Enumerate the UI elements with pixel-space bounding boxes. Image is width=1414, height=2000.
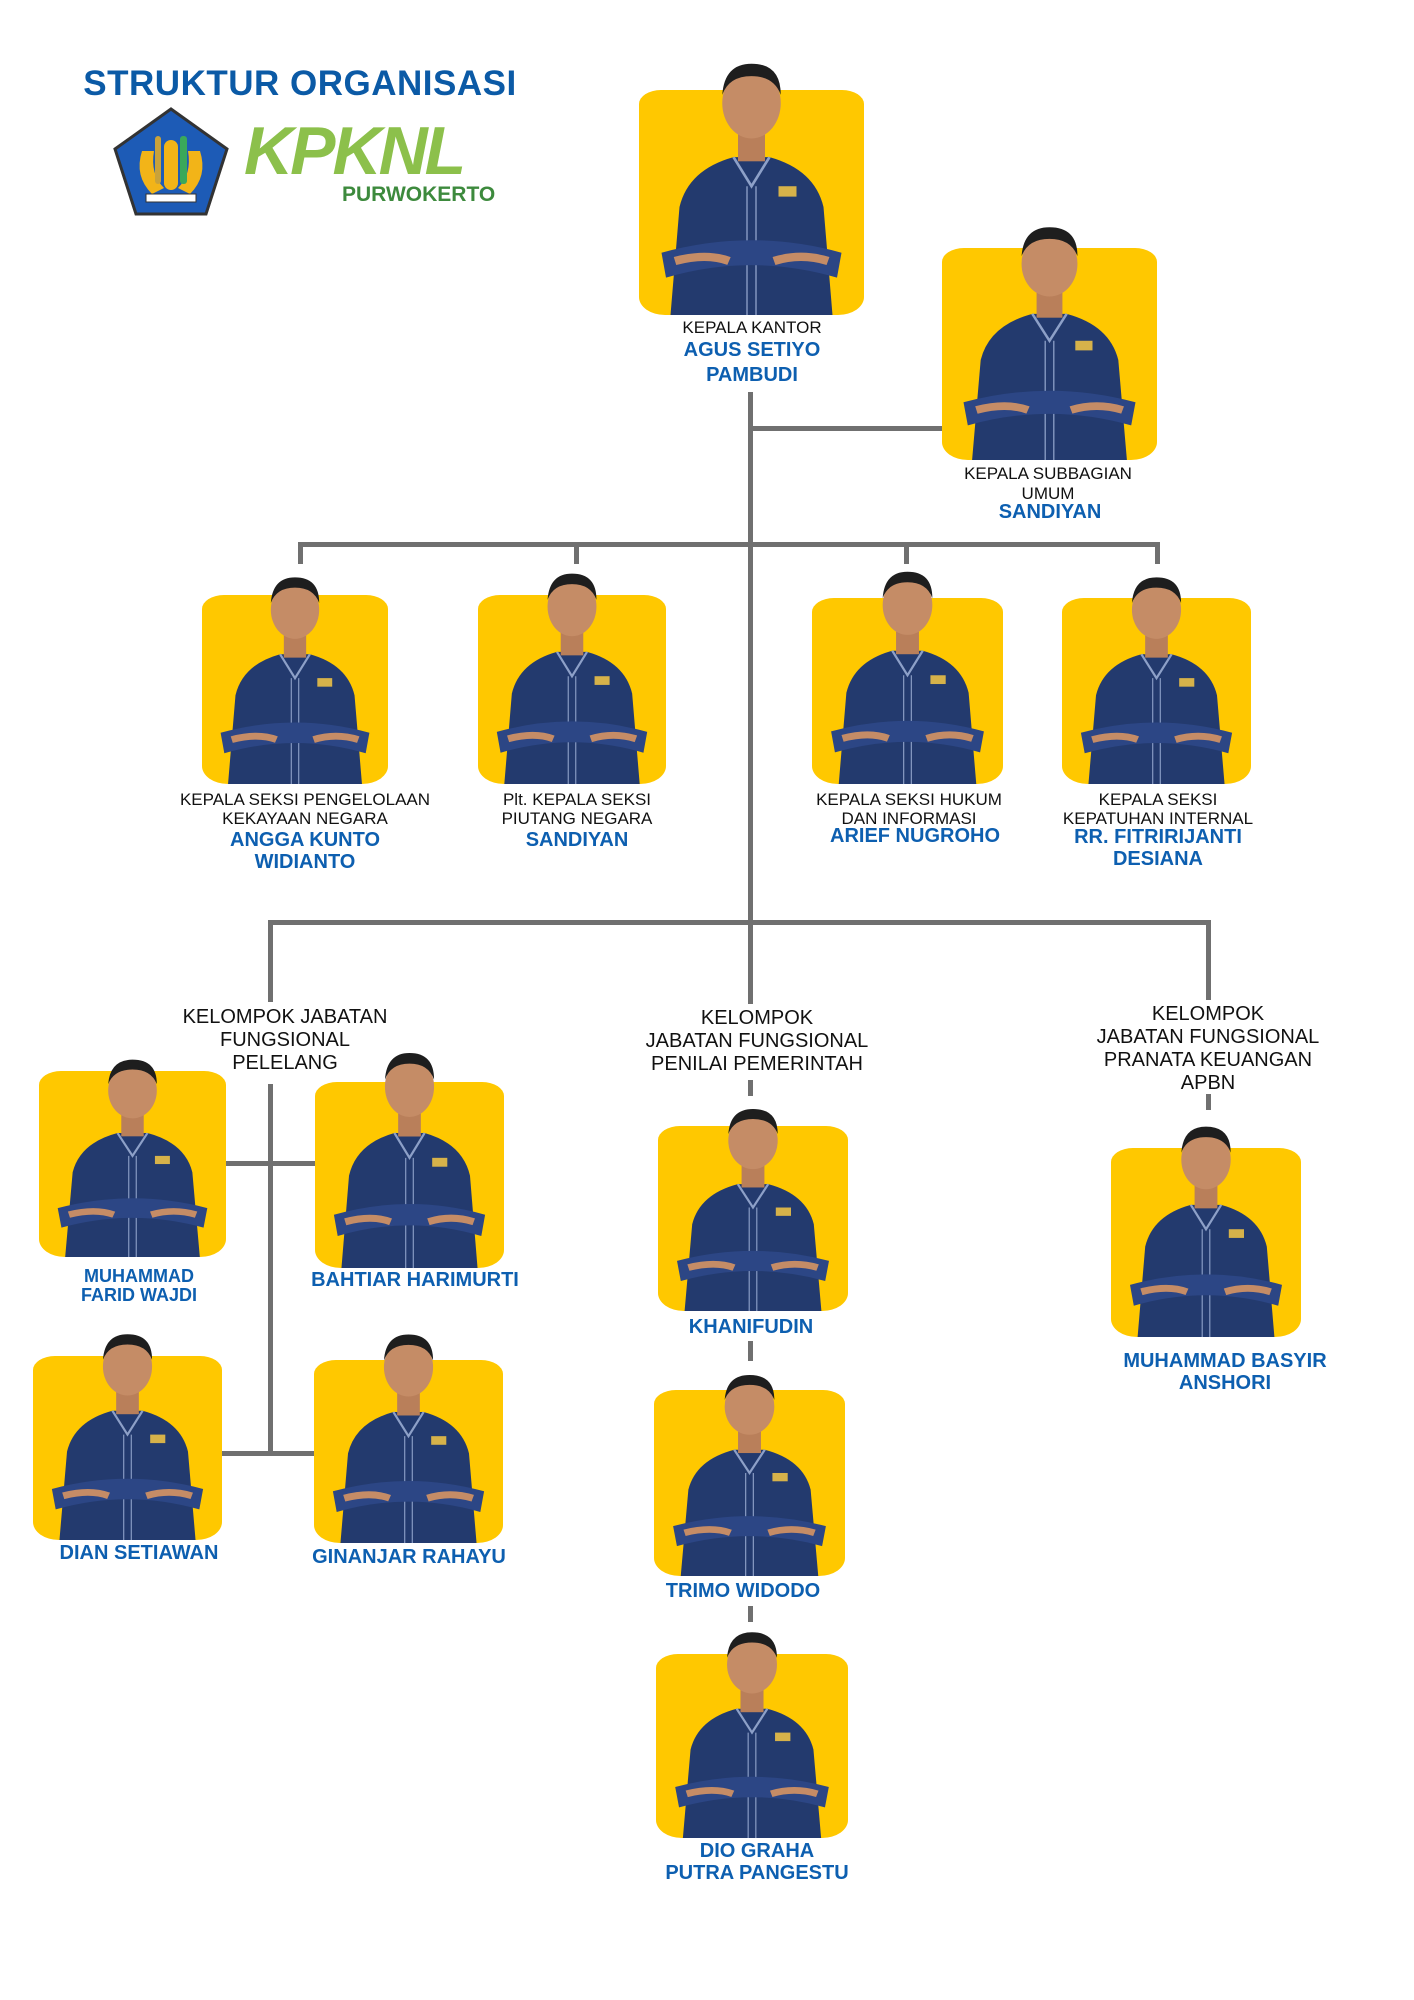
kemenkeu-emblem-icon: [113, 107, 229, 216]
photo-ginanjar-rahayu: [314, 1319, 503, 1543]
group-label-line: APBN: [1180, 1072, 1236, 1094]
photo-dio-graha-putra-pangestu: [656, 1617, 848, 1838]
photo-sandiyan-piutang: [478, 558, 666, 784]
role-line: PIUTANG NEGARA: [501, 809, 653, 828]
connector-penilai: [748, 1341, 753, 1361]
connector-pranata: [1206, 1094, 1211, 1110]
name-line: PUTRA PANGESTU: [665, 1862, 849, 1884]
group-label-line: JABATAN FUNGSIONAL: [1096, 1026, 1320, 1048]
role-line: KEPALA SEKSI PENGELOLAAN: [179, 790, 431, 809]
page-title: STRUKTUR ORGANISASI: [83, 64, 517, 103]
connector-group-drop: [268, 920, 273, 1002]
name-line: RR. FITRIRIJANTI: [1074, 826, 1242, 848]
name-line: DESIANA: [1112, 848, 1203, 870]
person-name: AGUS SETIYO PAMBUDI: [542, 338, 962, 388]
role-line: UMUM: [1021, 484, 1075, 503]
group-label-line: FUNGSIONAL: [219, 1029, 351, 1051]
role-line: KEPATUHAN INTERNAL: [1062, 809, 1254, 828]
photo-arief-nugroho: [812, 556, 1003, 784]
name-line: WIDIANTO: [254, 851, 356, 873]
group-label-line: KELOMPOK JABATAN: [182, 1006, 388, 1028]
group-label-line: PELELANG: [232, 1052, 338, 1074]
connector-subbagian: [748, 426, 947, 431]
connector-seksi-drop: [574, 542, 579, 564]
kpknl-logo-text: KPKNL: [244, 113, 466, 189]
role-line: KEPALA SEKSI HUKUM: [816, 790, 1002, 809]
logo-subtitle: PURWOKERTO: [342, 183, 496, 206]
person-name: SANDIYAN: [525, 829, 629, 851]
connector-group-drop: [1206, 920, 1211, 1000]
person-name: KHANIFUDIN: [688, 1316, 814, 1338]
photo-dian-setiawan: [33, 1319, 222, 1540]
photo-sandiyan-subbagian: [942, 210, 1157, 460]
connector-penilai: [748, 1606, 753, 1622]
role-line: Plt. KEPALA SEKSI: [502, 790, 652, 809]
role-line: KEPALA SEKSI: [1098, 790, 1218, 809]
connector-group-bar: [268, 920, 1210, 925]
name-line: MUHAMMAD BASYIR: [1123, 1350, 1327, 1372]
group-label-line: JABATAN FUNGSIONAL: [645, 1030, 869, 1052]
connector-penilai: [748, 1080, 753, 1096]
group-label-line: KELOMPOK: [1151, 1003, 1265, 1025]
connector-seksi-bar: [298, 542, 1160, 547]
group-label-line: PRANATA KEUANGAN: [1103, 1049, 1313, 1071]
group-label-line: KELOMPOK: [700, 1007, 814, 1029]
role-kepala-kantor: KEPALA KANTOR: [682, 318, 822, 337]
photo-trimo-widodo: [654, 1360, 845, 1576]
photo-agus-setiyo-pambudi: [639, 45, 864, 315]
photo-angga-kunto-widianto: [202, 562, 388, 784]
name-line: MUHAMMAD: [84, 1266, 194, 1286]
connector-pelelang-trunk: [268, 1084, 273, 1456]
photo-khanifudin: [658, 1094, 848, 1311]
role-line: KEPALA SUBBAGIAN: [964, 464, 1132, 483]
person-name: DIAN SETIAWAN: [59, 1542, 219, 1564]
person-name: GINANJAR RAHAYU: [312, 1546, 506, 1568]
photo-muhammad-basyir-anshori: [1111, 1111, 1301, 1337]
person-name: TRIMO WIDODO: [665, 1580, 821, 1602]
connector-seksi-drop: [298, 542, 303, 564]
person-name: BAHTIAR HARIMURTI: [311, 1269, 519, 1291]
connector-seksi-drop: [1155, 542, 1160, 564]
name-line: DIO GRAHA: [699, 1840, 815, 1862]
person-name: ARIEF NUGROHO: [830, 825, 1000, 847]
kpknl-logo: KPKNL: [244, 112, 466, 190]
name-line: ANGGA KUNTO: [230, 829, 380, 851]
photo-bahtiar-harimurti: [315, 1037, 504, 1268]
name-line: AGUS SETIYO: [683, 339, 821, 361]
name-line: FARID WAJDI: [80, 1285, 197, 1305]
photo-fitririjanti-desiana: [1062, 562, 1251, 784]
connector-trunk: [748, 392, 753, 1004]
connector-pelelang-branch: [222, 1451, 316, 1456]
photo-muhammad-farid-wajdi: [39, 1045, 226, 1257]
name-line: PAMBUDI: [706, 364, 798, 386]
name-line: ANSHORI: [1178, 1372, 1272, 1394]
connector-pelelang-branch: [226, 1161, 316, 1166]
role-line: KEKAYAAN NEGARA: [222, 809, 388, 828]
group-label-line: PENILAI PEMERINTAH: [651, 1053, 863, 1075]
connector-seksi-drop: [904, 542, 909, 564]
role-line: DAN INFORMASI: [841, 809, 977, 828]
person-name: SANDIYAN: [998, 501, 1102, 523]
